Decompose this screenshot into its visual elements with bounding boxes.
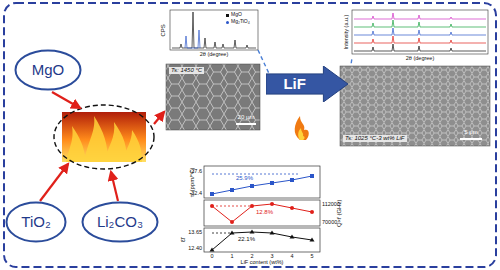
chart-label: 0: [210, 253, 213, 259]
ellipse-outline: [83, 203, 158, 242]
ellipse-outline: [16, 51, 81, 90]
chart-label: 2: [250, 253, 253, 259]
chart-label: 112000: [322, 201, 340, 207]
red-arrow: [40, 164, 68, 201]
node-label: MgO: [32, 62, 65, 79]
xrd-trace: [354, 44, 486, 51]
xrd-trace: [354, 20, 486, 27]
legend-label: MgO: [231, 12, 242, 18]
data-line: [212, 176, 312, 194]
xrd-trace: [354, 13, 486, 19]
red-arrow: [154, 112, 164, 124]
chart-label: 70000: [322, 219, 337, 225]
outer-border: [4, 3, 496, 267]
legend-symbol: [226, 21, 229, 24]
chart-label: LiF content (wt%): [241, 259, 284, 265]
chart-label: Intensity (a.u.): [343, 15, 349, 50]
plot-frame: [204, 200, 320, 226]
chart-label: -32.4: [189, 190, 202, 196]
ellipse-outline: [7, 203, 66, 242]
ref-line: [212, 206, 252, 207]
chart-label: 12.40: [188, 245, 202, 251]
red-arrow: [52, 92, 80, 108]
legend-label: Mg₂TiO₄: [231, 19, 250, 25]
scale-bar: [460, 138, 482, 140]
chart-label: 12.8%: [256, 209, 273, 216]
node-label: Li₂CO₃: [97, 214, 143, 231]
arrow-box: LiF: [266, 66, 348, 102]
plot-frame: [204, 166, 320, 198]
node-label: TiO₂: [21, 214, 50, 231]
xrd-trace: [172, 12, 256, 48]
scale-bar: [236, 123, 256, 125]
chart-label: 4: [290, 253, 293, 259]
ellipse-node: Li₂CO₃: [81, 201, 159, 243]
chart-label: 13.65: [188, 229, 202, 235]
chart-label: 3: [270, 253, 273, 259]
data-markers: [210, 202, 314, 224]
node-label: LiF: [283, 76, 306, 93]
data-line: [212, 232, 312, 250]
red-arrow: [111, 172, 118, 201]
xrd-trace: [354, 28, 486, 35]
chart-label: 2θ (degree): [200, 51, 228, 57]
data-markers: [210, 230, 315, 252]
flame-icon: [295, 116, 309, 140]
plot-frame: [204, 228, 320, 252]
sem-image: [166, 64, 260, 130]
chart-label: 22.1%: [238, 236, 255, 243]
chart-label: 5 μm: [464, 129, 477, 136]
chart-label: Ts: 1025 °C-3 wt% LiF: [343, 135, 407, 142]
xrd-trace: [185, 30, 200, 48]
arrow-shape: [266, 66, 348, 102]
flame-shapes: [66, 116, 142, 162]
chart-label: 5: [310, 253, 313, 259]
chart-label: CPS: [160, 24, 167, 36]
xrd-frame: [352, 10, 488, 54]
ellipse-node: TiO₂: [5, 201, 67, 243]
sem-image: [340, 66, 490, 146]
flame-icon: [298, 128, 304, 140]
data-line: [212, 204, 312, 222]
chart-label: 2θ (degree): [406, 55, 434, 61]
dashed-ellipse: [54, 105, 154, 169]
chart-label: 25.9%: [236, 175, 253, 182]
ref-line: [212, 233, 232, 234]
chart-label: Ts: 1450 °C: [169, 67, 204, 74]
ellipse-node: MgO: [14, 49, 82, 91]
chart-label: -27.6: [189, 168, 202, 174]
node-outline: [266, 66, 348, 102]
xrd-frame: [170, 10, 258, 50]
chart-label: εr: [179, 237, 186, 242]
fire-image: [62, 112, 146, 162]
chart-label: 20 μm: [238, 114, 255, 121]
chart-label: 1: [230, 253, 233, 259]
xrd-trace: [354, 36, 486, 43]
data-markers: [210, 174, 314, 196]
legend-symbol: [226, 14, 229, 17]
ref-line: [212, 174, 300, 175]
